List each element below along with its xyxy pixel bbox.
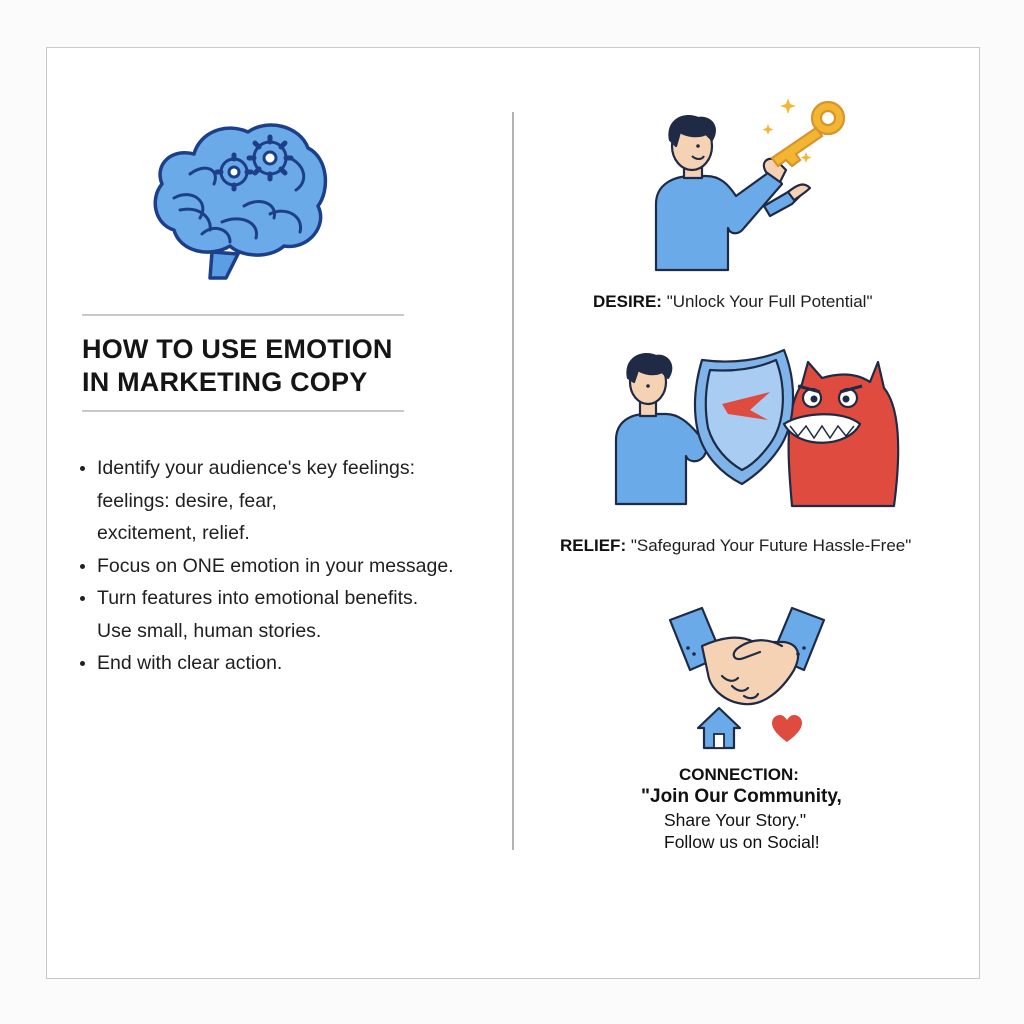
title-line-2: IN MARKETING COPY xyxy=(82,367,368,397)
handshake-icon xyxy=(668,606,826,706)
heart-icon xyxy=(772,715,802,742)
desire-text: "Unlock Your Full Potential" xyxy=(666,292,873,311)
relief-label: RELIEF: xyxy=(560,536,627,555)
list-item: Focus on ONE emotion in your message. xyxy=(76,550,454,583)
list-item-line: End with clear action. xyxy=(97,652,283,674)
title-bottom-rule xyxy=(82,410,404,412)
desire-caption: DESIRE: "Unlock Your Full Potential" xyxy=(593,292,873,312)
list-item-line: excitement, relief. xyxy=(97,522,250,544)
tips-list: Identify your audience's key feelings: f… xyxy=(76,452,454,680)
list-item-line: Identify your audience's key feelings: xyxy=(97,457,416,479)
connection-line-2: Share Your Story." xyxy=(664,810,807,830)
list-item-line: Focus on ONE emotion in your message. xyxy=(97,554,454,577)
relief-illustration xyxy=(614,348,900,508)
brain-gears-icon xyxy=(153,123,328,280)
relief-text: "Safegurad Your Future Hassle-Free" xyxy=(630,536,912,555)
connection-label: CONNECTION: xyxy=(679,765,799,784)
desire-label: DESIRE: xyxy=(593,292,662,311)
relief-caption: RELIEF: "Safegurad Your Future Hassle-Fr… xyxy=(560,536,911,556)
list-item-line: feelings: desire, fear, xyxy=(97,489,277,512)
column-divider xyxy=(512,112,514,850)
list-item-line: Turn features into emotional benefits. xyxy=(97,587,419,609)
title-line-1: HOW TO USE EMOTION xyxy=(82,334,393,364)
list-item: Identify your audience's key feelings: f… xyxy=(76,452,454,550)
desire-illustration xyxy=(654,98,846,272)
list-item-line: Use small, human stories. xyxy=(97,619,322,642)
title-top-rule xyxy=(82,314,404,316)
connection-line-3: Follow us on Social! xyxy=(664,832,820,852)
list-item: End with clear action. xyxy=(76,647,454,680)
page-title: HOW TO USE EMOTION IN MARKETING COPY xyxy=(82,333,393,399)
house-icon xyxy=(696,706,742,750)
connection-quote: "Join Our Community, xyxy=(641,786,842,807)
list-item: Turn features into emotional benefits. U… xyxy=(76,582,454,647)
